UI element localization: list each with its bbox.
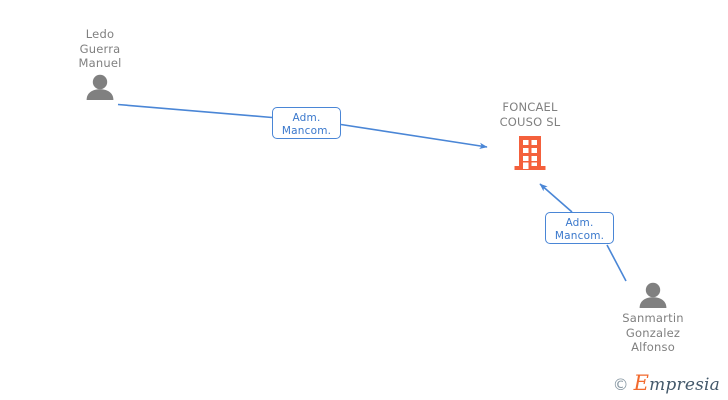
- brand-wordmark: Empresia: [634, 373, 720, 395]
- edge-label-adm-mancom-sanmartin[interactable]: Adm. Mancom.: [545, 212, 614, 244]
- building-icon: [514, 136, 546, 170]
- edge-segment-sanmartin-lower: [606, 244, 627, 282]
- brand-initial: E: [633, 371, 650, 395]
- edge-label-adm-mancom-ledo[interactable]: Adm. Mancom.: [272, 107, 341, 139]
- node-label: Ledo Guerra Manuel: [78, 27, 122, 70]
- node-label: FONCAEL COUSO SL: [499, 100, 561, 129]
- node-label: Sanmartin Gonzalez Alfonso: [622, 311, 684, 354]
- edge-segment-sanmartin-upper: [539, 183, 573, 213]
- brand-rest: mpresia: [649, 375, 720, 395]
- watermark-empresia: © Empresia: [612, 373, 720, 395]
- node-person-sanmartin-gonzalez-alfonso[interactable]: Sanmartin Gonzalez Alfonso: [583, 282, 723, 355]
- person-icon: [639, 282, 667, 308]
- node-person-ledo-guerra-manuel[interactable]: Ledo Guerra Manuel: [30, 27, 170, 100]
- copyright-icon: ©: [612, 374, 629, 394]
- edge-segment-ledo-left: [117, 103, 273, 119]
- person-icon: [86, 74, 114, 100]
- node-company-foncael-couso-sl[interactable]: FONCAEL COUSO SL: [450, 100, 610, 173]
